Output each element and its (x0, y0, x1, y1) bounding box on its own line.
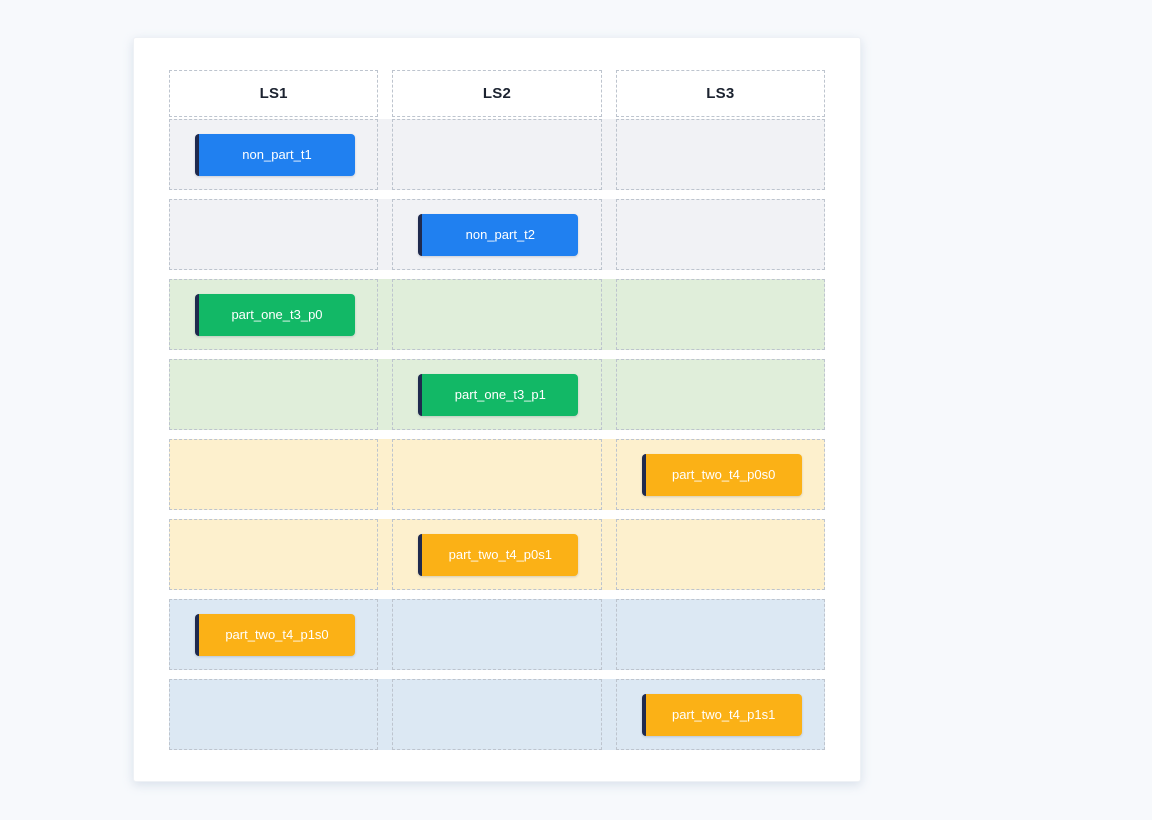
task-chip-label: part_two_t4_p0s0 (671, 467, 776, 482)
schedule-row: non_part_t2 (169, 199, 825, 270)
schedule-cell-ls1 (169, 679, 379, 750)
task-chip-label: part_two_t4_p1s0 (225, 627, 329, 642)
schedule-row: part_one_t3_p0 (169, 279, 825, 350)
header-row: LS1 LS2 LS3 (169, 70, 825, 117)
schedule-cell-ls3 (615, 599, 825, 670)
column-header-ls2: LS2 (392, 70, 602, 117)
schedule-cell-ls3: part_two_t4_p0s0 (615, 439, 825, 510)
column-header-ls1: LS1 (169, 70, 379, 117)
schedule-row: part_two_t4_p1s0 (169, 599, 825, 670)
column-header-label: LS3 (706, 85, 735, 102)
schedule-cell-ls2: part_one_t3_p1 (392, 359, 602, 430)
schedule-cell-ls2 (392, 439, 602, 510)
schedule-cell-ls3 (615, 279, 825, 350)
schedule-cell-ls2 (392, 599, 602, 670)
schedule-cell-ls3 (615, 359, 825, 430)
schedule-cell-ls1 (169, 439, 379, 510)
task-chip-part_two_t4_p1s0[interactable]: part_two_t4_p1s0 (195, 613, 355, 656)
column-header-label: LS2 (482, 85, 512, 102)
diagram-card: LS1 LS2 LS3 non_part_t1 non_part_t2 part_one… (133, 37, 861, 782)
schedule-cell-ls1: part_one_t3_p0 (169, 279, 379, 350)
schedule-cell-ls2: part_two_t4_p0s1 (392, 519, 602, 590)
schedule-row: part_two_t4_p0s1 (169, 519, 825, 590)
schedule-cell-ls1 (169, 199, 379, 270)
task-chip-part_one_t3_p0[interactable]: part_one_t3_p0 (195, 293, 355, 336)
schedule-row: non_part_t1 (169, 119, 825, 190)
schedule-cell-ls2 (392, 679, 602, 750)
schedule-row: part_two_t4_p1s1 (169, 679, 825, 750)
task-chip-label: non_part_t1 (242, 147, 312, 162)
schedule-cell-ls3: part_two_t4_p1s1 (615, 679, 825, 750)
task-chip-label: non_part_t2 (465, 227, 536, 242)
schedule-cell-ls3 (615, 119, 825, 190)
task-chip-label: part_one_t3_p1 (454, 387, 546, 402)
schedule-cell-ls2 (392, 279, 602, 350)
task-chip-label: part_two_t4_p0s1 (448, 547, 552, 562)
schedule-row: part_one_t3_p1 (169, 359, 825, 430)
schedule-cell-ls1 (169, 359, 379, 430)
schedule-cell-ls3 (615, 519, 825, 590)
column-header-ls3: LS3 (615, 70, 825, 117)
task-chip-part_two_t4_p1s1[interactable]: part_two_t4_p1s1 (641, 693, 802, 736)
task-chip-part_two_t4_p0s1[interactable]: part_two_t4_p0s1 (418, 533, 579, 576)
schedule-row: part_two_t4_p0s0 (169, 439, 825, 510)
schedule-cell-ls2 (392, 119, 602, 190)
task-chip-label: part_one_t3_p0 (231, 307, 323, 322)
column-header-label: LS1 (259, 85, 288, 102)
schedule-cell-ls1: part_two_t4_p1s0 (169, 599, 379, 670)
task-chip-non_part_t1[interactable]: non_part_t1 (195, 133, 355, 176)
schedule-cell-ls2: non_part_t2 (392, 199, 602, 270)
task-chip-non_part_t2[interactable]: non_part_t2 (418, 213, 579, 256)
task-chip-part_two_t4_p0s0[interactable]: part_two_t4_p0s0 (641, 453, 802, 496)
task-chip-part_one_t3_p1[interactable]: part_one_t3_p1 (418, 373, 579, 416)
schedule-cell-ls1: non_part_t1 (169, 119, 379, 190)
task-chip-label: part_two_t4_p1s1 (671, 707, 776, 722)
schedule-cell-ls3 (615, 199, 825, 270)
schedule-cell-ls1 (169, 519, 379, 590)
